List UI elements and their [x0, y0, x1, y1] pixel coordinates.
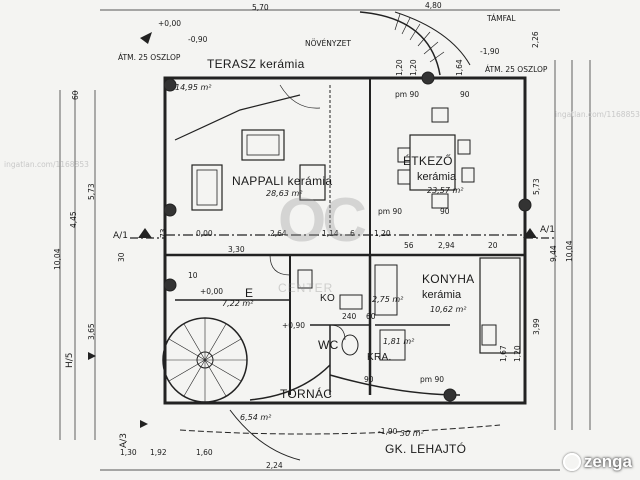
- area-etkezo: 23,57 m²: [427, 186, 464, 195]
- dim-pm90-d: 90: [440, 207, 450, 216]
- note-novenyzet: NÖVÉNYZET: [305, 39, 351, 48]
- dim-top-570: 5,70: [252, 3, 269, 12]
- note-atm-right: ÁTM. 25 OSZLOP: [485, 65, 548, 74]
- section-a1-left: A/1: [113, 231, 128, 241]
- dim-bot-192: 1,92: [150, 448, 167, 457]
- room-label-tornac: TORNÁC: [280, 387, 333, 401]
- watermark-logo-mark: OC: [278, 186, 367, 255]
- level-top: +0,00: [158, 19, 181, 28]
- dim-bot-130: 1,30: [120, 448, 137, 457]
- dim-pm90-c: pm 90: [378, 207, 402, 216]
- area-gk-lehajto: 30 m²: [400, 429, 424, 438]
- room-label-kra: KRA.: [367, 352, 392, 363]
- dim-r-164: 1,64: [455, 59, 464, 76]
- dim-r-120: 1,20: [409, 59, 418, 76]
- watermark-ref-right: ingatlan.com/1168853: [555, 110, 640, 119]
- dim-top-480: 4,80: [425, 1, 442, 10]
- dim-top-226: 2,26: [531, 31, 540, 48]
- area-tornac: 6,54 m²: [240, 413, 272, 422]
- dim-v-1004-right: 10,04: [565, 240, 574, 262]
- room-label-nappali: NAPPALI kerámia: [232, 174, 333, 188]
- note-tamfal: TÁMFAL: [487, 14, 516, 23]
- dim-6: 6: [350, 229, 355, 238]
- area-konyha: 10,62 m²: [430, 305, 467, 314]
- dim-60: 60: [366, 312, 376, 321]
- dim-pm90-e: pm 90: [420, 375, 444, 384]
- room-label-konyha: KONYHA: [422, 272, 475, 286]
- brand-circle-icon: [562, 453, 581, 471]
- dim-top-120: 1,20: [395, 59, 404, 76]
- dim-56: 56: [404, 241, 414, 250]
- dim-10: 10: [188, 271, 198, 280]
- brand-name: zenga: [583, 452, 632, 471]
- dim-pm90-a: pm 90: [395, 90, 419, 99]
- dim-v-399: 3,99: [532, 318, 541, 335]
- dim-114: 1,14: [322, 229, 339, 238]
- room-label-gk-lehajto: GK. LEHAJTÓ: [385, 442, 467, 456]
- dim-20: 20: [488, 241, 498, 250]
- dim-120: 1,20: [374, 229, 391, 238]
- room-sub-etkezo: kerámia: [417, 171, 457, 183]
- dim-294: 2,94: [438, 241, 455, 250]
- level-wc: +0,90: [282, 321, 305, 330]
- area-nappali: 28,63 m²: [266, 189, 303, 198]
- note-atm-left: ÁTM. 25 OSZLOP: [118, 53, 181, 62]
- dim-000: 0,00: [196, 229, 213, 238]
- dim-240: 240: [342, 312, 357, 321]
- area-wc: 1,81 m²: [383, 337, 415, 346]
- dim-v-120: 1,20: [513, 345, 522, 362]
- area-terasz: 14,95 m²: [175, 83, 212, 92]
- section-a3: A/3: [119, 433, 129, 448]
- dim-v-365: 3,65: [87, 323, 96, 340]
- dim-bot-160: 1,60: [196, 448, 213, 457]
- dim-264: 2,64: [270, 229, 287, 238]
- brand-logo: zenga: [562, 452, 632, 472]
- level-bottom: -1,90: [378, 427, 398, 436]
- area-ko: 2,75 m²: [372, 295, 404, 304]
- dim-v-167: 1,67: [499, 345, 508, 362]
- dim-v-445: 4,45: [69, 211, 78, 228]
- watermark-logo-sub: CENTER: [278, 281, 334, 295]
- dim-73: 73: [159, 228, 168, 238]
- area-e: 7,22 m²: [222, 299, 254, 308]
- section-h5: H/5: [65, 352, 75, 368]
- dim-v-30: 30: [117, 252, 126, 262]
- watermark-logo: OC CENTER: [268, 185, 378, 305]
- room-label-ko: KO: [320, 293, 336, 304]
- room-label-terasz: TERASZ kerámia: [207, 57, 305, 71]
- dim-v-944: 9,44: [549, 245, 558, 262]
- room-label-etkezo: ÉTKEZŐ: [403, 154, 453, 168]
- dim-v-1004-left: 10,04: [53, 248, 62, 270]
- level-disz: -1,90: [480, 47, 500, 56]
- dim-v-573-left: 5,73: [87, 183, 96, 200]
- watermark-ref-left: ingatlan.com/1168853: [4, 160, 89, 169]
- dim-330: 3,30: [228, 245, 245, 254]
- dim-pm90-b: 90: [460, 90, 470, 99]
- room-label-wc: WC: [318, 338, 339, 352]
- room-label-e: E: [245, 286, 254, 300]
- dim-bot-224: 2,24: [266, 461, 283, 470]
- dim-v-573-right: 5,73: [532, 178, 541, 195]
- section-a1-right: A/1: [540, 225, 555, 235]
- level-terasz: -0,90: [188, 35, 208, 44]
- room-sub-konyha: kerámia: [422, 289, 462, 301]
- dim-v-60: 60: [71, 90, 80, 100]
- dim-pm90-f: 90: [364, 375, 374, 384]
- level-e: +0,00: [200, 287, 223, 296]
